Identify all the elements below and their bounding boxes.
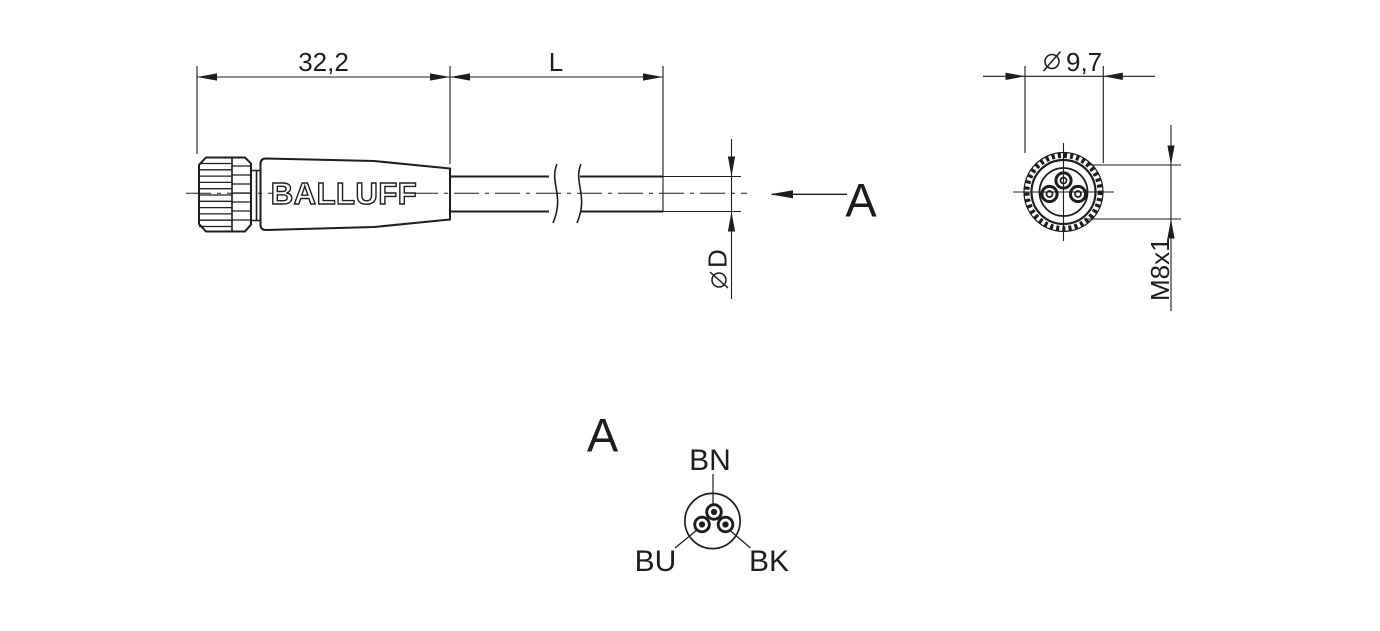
brand-logo-text: BALLUFF [271,176,417,211]
dim-value-connector-length: 32,2 [298,47,349,77]
dimension-cable-length: L [450,47,664,211]
cable-break-mark [552,163,559,224]
socket-pin [1040,184,1059,204]
diameter-symbol-icon [711,272,727,288]
cable-edges [450,175,663,213]
dim-value-cable-diameter: D [703,249,733,268]
nut-neck [251,169,261,222]
dim-arrow-icon [197,73,217,81]
pinout-leaders [674,474,751,549]
face-inner-circle [1038,167,1089,217]
pin-ring [693,515,711,534]
pinout-view-label: A [587,409,619,462]
connector-body: BALLUFF [259,157,451,232]
arrowhead-icon [770,190,793,199]
dimension-connector-length: 32,2 [196,47,451,164]
thread-label: M8x1 [1145,237,1175,301]
connector-face [1013,143,1114,241]
extension-lines [1084,164,1181,220]
socket-pin-hole [1059,176,1068,185]
dim-arrow-icon [727,211,736,232]
section-arrow-label: A [845,174,877,227]
socket-pin [1054,171,1073,190]
pin-label-bn: BN [689,444,731,477]
pinout-pins [693,503,735,534]
dimension-cable-diameter: D [663,139,741,299]
front-view: 9,7 M8x1 [983,47,1181,311]
dim-arrow-icon [1005,72,1025,80]
cable [450,163,663,224]
leader-line-bu [674,529,698,549]
dimension-outer-diameter: 9,7 [983,47,1155,163]
pin-dot [710,508,718,516]
pin-ring [716,515,735,534]
face-outer-circle [1030,158,1097,226]
diameter-symbol-icon [1044,53,1060,70]
socket-contacts [1040,171,1088,204]
dim-arrow-icon [1167,145,1175,165]
cable-diameter-label: D [703,249,733,289]
dim-arrow-icon [450,73,470,81]
dim-arrow-icon [643,73,663,81]
socket-pin-hole [1074,190,1082,198]
cable-break-mark [576,163,583,224]
coupling-nut [198,156,261,233]
knurl-ridges-front-band [199,162,232,228]
knurl-teeth-ring [1023,152,1104,232]
dim-value-outer-diameter: 9,7 [1066,47,1102,77]
pin-dot [698,521,706,528]
body-outline [259,157,451,232]
diameter-symbol-slash [1042,51,1062,72]
pin-label-bu: BU [635,545,677,578]
extension-lines [663,175,741,213]
dim-arrow-icon [1167,219,1175,239]
leader-line-bk [729,529,751,549]
dim-arrow-icon [1103,72,1123,80]
dim-arrow-icon [430,73,450,81]
section-view-arrow: A [770,174,877,227]
side-view: 32,2 L BALLUFF [186,47,877,299]
thread-spec-text: M8x1 [1145,237,1175,301]
dim-arrow-icon [727,156,736,177]
socket-pin-hole [1045,190,1054,198]
knurl-ridges-rear-band [232,165,251,221]
pin-label-bk: BK [749,545,789,578]
diameter-symbol-slash [709,271,729,289]
dim-value-cable-length: L [549,47,563,77]
dimension-thread: M8x1 [1084,125,1181,311]
socket-pin [1068,184,1088,204]
pin-dot [722,521,729,528]
pinout-view: A BN BU BK [587,409,789,579]
pin-ring [705,503,723,521]
